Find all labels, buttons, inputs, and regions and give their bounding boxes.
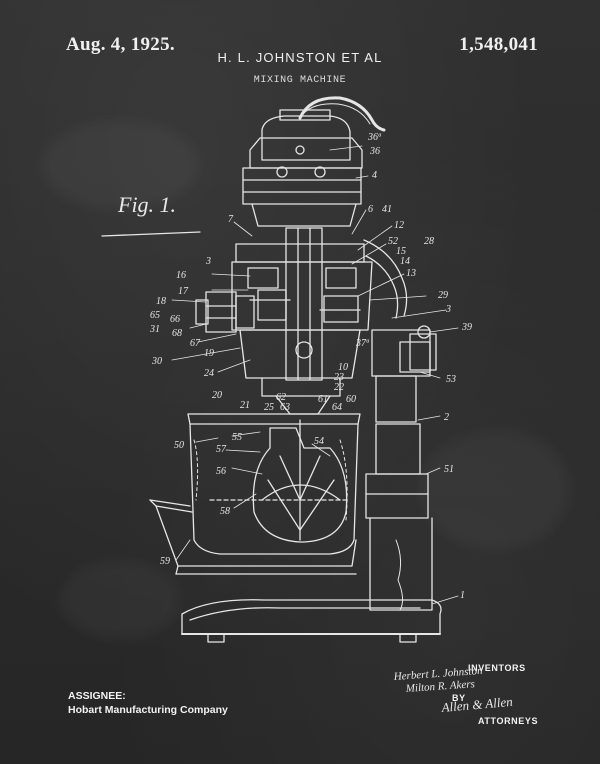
callout: 2 — [444, 412, 449, 423]
callout: 3 — [445, 304, 451, 315]
callout: 62 — [276, 392, 286, 403]
callout: 17 — [178, 286, 189, 297]
attorney-signature: Allen & Allen — [440, 694, 513, 715]
callout: 28 — [424, 236, 434, 247]
callout: 53 — [446, 374, 456, 385]
callout: 13 — [406, 268, 416, 279]
callout: 61 — [318, 394, 328, 405]
callout: 58 — [220, 506, 230, 517]
callout: 1 — [460, 590, 465, 601]
power-cord-inner — [299, 103, 371, 125]
callout: 24 — [204, 368, 214, 379]
callout: 16 — [176, 270, 186, 281]
callout: 30 — [151, 356, 162, 367]
callout: 10 — [338, 362, 348, 373]
callout: 66 — [170, 314, 180, 325]
power-cord — [298, 96, 386, 132]
callout: 51 — [444, 464, 454, 475]
callout: 41 — [382, 204, 392, 215]
machine-base — [181, 599, 442, 643]
callout: 22 — [334, 382, 344, 393]
callout: 52 — [388, 236, 398, 247]
callout: 54 — [314, 436, 324, 447]
callout: 36 — [369, 146, 380, 157]
callout: 39 — [461, 322, 472, 333]
assignee-block: ASSIGNEE: Hobart Manufacturing Company — [68, 689, 228, 717]
callout: 15 — [396, 246, 406, 257]
callout: 63 — [280, 402, 290, 413]
callout: 60 — [346, 394, 356, 405]
callout: 37ª — [355, 338, 370, 349]
callout: 19 — [204, 348, 214, 359]
callout: 18 — [156, 296, 166, 307]
callout: 36ª — [367, 132, 382, 143]
patent-inventors-line: H. L. JOHNSTON ET AL — [217, 50, 383, 65]
callout: 23 — [334, 372, 344, 383]
callout: 21 — [240, 400, 250, 411]
gear-housing — [231, 227, 373, 415]
motor-housing — [242, 109, 363, 227]
callout: 50 — [174, 440, 184, 451]
callout: 68 — [172, 328, 182, 339]
callout: 57 — [216, 444, 227, 455]
callout: 59 — [160, 556, 170, 567]
patent-date: Aug. 4, 1925. — [66, 34, 175, 55]
callout: 64 — [332, 402, 342, 413]
callout: 12 — [394, 220, 404, 231]
figure-label-underline — [101, 231, 201, 237]
callout: 7 — [228, 214, 234, 225]
patent-number: 1,548,041 — [459, 34, 538, 55]
callout: 20 — [212, 390, 222, 401]
patent-title: MIXING MACHINE — [253, 75, 347, 86]
inventors-caption: INVENTORS — [468, 663, 526, 673]
callout: 65 — [150, 310, 160, 321]
callout: 14 — [400, 256, 410, 267]
inventor-signature-2: Milton R. Akers — [404, 678, 475, 695]
callout: 6 — [368, 204, 373, 215]
assignee-label: ASSIGNEE: — [68, 690, 126, 702]
assignee-name: Hobart Manufacturing Company — [68, 704, 228, 716]
callout: 67 — [190, 338, 201, 349]
callout: 31 — [149, 324, 160, 335]
leader-lines — [171, 145, 459, 605]
column-arm — [363, 239, 437, 611]
attachment-hub — [195, 291, 255, 333]
mixing-bowl — [149, 413, 361, 575]
callout: 25 — [264, 402, 274, 413]
callout: 3 — [205, 256, 211, 267]
attorneys-caption: ATTORNEYS — [478, 716, 539, 726]
figure-label: Fig. 1. — [117, 192, 176, 217]
signatures: Herbert L. Johnston Milton R. Akers Alle… — [392, 665, 513, 715]
by-caption: BY — [452, 693, 466, 703]
callout: 55 — [232, 432, 242, 443]
callout: 56 — [216, 466, 226, 477]
callout-numbers: 36ª 36 4 6 41 7 12 52 28 15 14 13 3 16 1… — [149, 132, 472, 601]
callout: 29 — [438, 290, 448, 301]
callout: 4 — [372, 170, 377, 181]
beater — [252, 419, 348, 543]
